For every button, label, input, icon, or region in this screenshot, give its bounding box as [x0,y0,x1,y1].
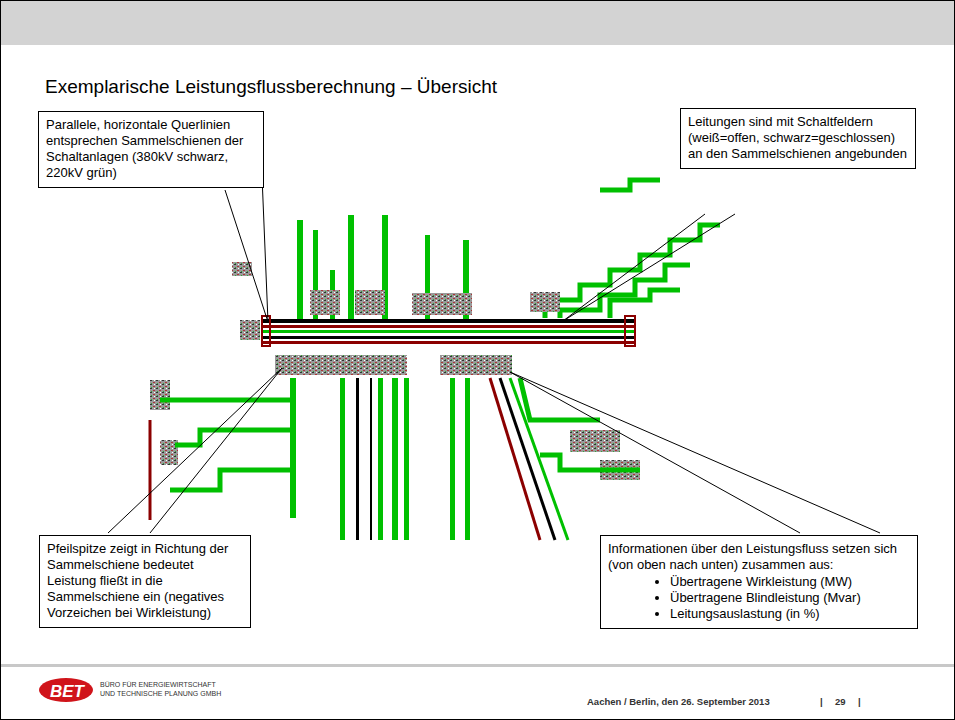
callout-text: Leitungen sind mit Schaltfeldern (weiß=o… [688,114,908,162]
logo-text: BET [50,682,84,702]
slide-title: Exemplarische Leistungsflussberechnung –… [45,76,497,98]
callout-text: Pfeilspitze zeigt in Richtung der Sammel… [47,541,243,621]
bullet-item: Übertragene Wirkleistung (MW) [670,574,910,590]
callout-text: Parallele, horizontale Querlinien entspr… [46,117,256,181]
bullet-item: Übertragene Blindleistung (Mvar) [670,590,910,606]
callout-text: Informationen über den Leistungsfluss se… [608,541,910,573]
callout-box: Parallele, horizontale Querlinien entspr… [38,111,264,188]
company-name: BÜRO FÜR ENERGIEWIRTSCHAFT [100,681,216,688]
bullet-item: Leitungsauslastung (in %) [670,606,910,622]
separator: | [858,696,861,707]
callout-box: Informationen über den Leistungsfluss se… [600,535,918,629]
footer-date: Aachen / Berlin, den 26. September 2013 [587,696,770,707]
separator: | [820,696,823,707]
callout-box: Pfeilspitze zeigt in Richtung der Sammel… [39,535,251,628]
company-name: UND TECHNISCHE PLANUNG GMBH [100,690,221,697]
bullet-list: Übertragene Wirkleistung (MW)Übertragene… [608,574,910,622]
callout-box: Leitungen sind mit Schaltfeldern (weiß=o… [680,108,916,169]
page-number: 29 [835,696,846,707]
